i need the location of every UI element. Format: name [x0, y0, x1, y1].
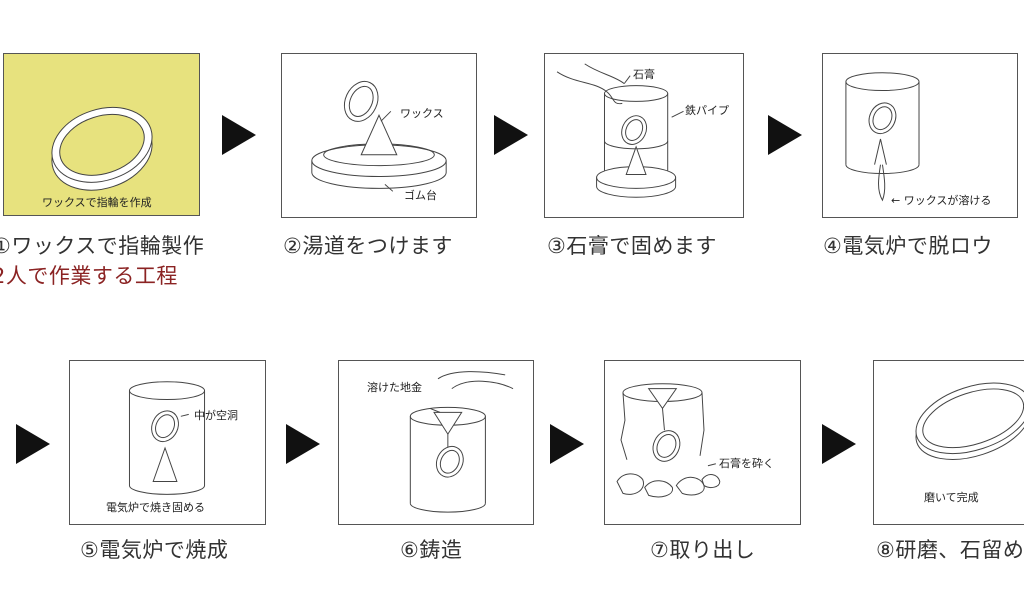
- sprue-illustration: [311, 80, 447, 192]
- step-2-label-rubber-base: ゴム台: [404, 189, 437, 202]
- step-4-caption: ④電気炉で脱ロウ: [823, 234, 993, 258]
- step-2-caption: ②湯道をつけます: [283, 234, 453, 258]
- wax-ring-illustration: [51, 107, 153, 191]
- step-5-label-fire: 電気炉で焼き固める: [106, 501, 205, 514]
- arrow-icon: [222, 115, 256, 155]
- step-1-panel: ワックスで指輪を作成: [3, 53, 200, 216]
- arrow-icon: [768, 115, 802, 155]
- step-7-caption: ⑦取り出し: [650, 538, 756, 562]
- dewaxing-illustration: [845, 72, 920, 202]
- step-8-panel: 磨いて完成: [873, 360, 1024, 525]
- step-5-caption: ⑤電気炉で焼成: [80, 538, 229, 562]
- step-3-panel: 石膏 鉄パイプ: [544, 53, 744, 218]
- step-4-panel: ← ワックスが溶ける: [822, 53, 1018, 218]
- step-2-label-wax: ワックス: [400, 107, 444, 120]
- arrow-icon: [16, 424, 50, 464]
- step-6-panel: 溶けた地金: [338, 360, 534, 525]
- step-1-caption: ①ワックスで指輪製作: [0, 234, 205, 258]
- step-3-label-plaster: 石膏: [633, 68, 655, 81]
- step-1-subtitle: 2人で作業する工程: [0, 264, 178, 288]
- step-7-label-crush-plaster: 石膏を砕く: [719, 457, 774, 470]
- arrow-icon: [286, 424, 320, 464]
- step-1-label-0: ワックスで指輪を作成: [42, 196, 152, 209]
- step-3-caption: ③石膏で固めます: [547, 234, 717, 258]
- step-8-label-polish: 磨いて完成: [924, 491, 979, 504]
- step-7-panel: 石膏を砕く: [604, 360, 801, 525]
- finished-ring-illustration: [915, 382, 1024, 460]
- arrow-icon: [494, 115, 528, 155]
- arrow-icon: [822, 424, 856, 464]
- step-2-panel: ワックス ゴム台: [281, 53, 477, 218]
- step-8-caption: ⑧研磨、石留め: [876, 538, 1024, 562]
- plaster-investing-illustration: [556, 63, 684, 198]
- step-6-caption: ⑥鋳造: [400, 538, 463, 562]
- casting-illustration: [409, 371, 514, 513]
- step-6-label-molten-metal: 溶けた地金: [367, 381, 422, 394]
- step-3-label-steel-pipe: 鉄パイプ: [685, 104, 729, 117]
- step-5-panel: 中が空洞 電気炉で焼き固める: [69, 360, 266, 525]
- arrow-icon: [550, 424, 584, 464]
- step-4-label-wax-melts: ← ワックスが溶ける: [891, 194, 992, 207]
- removal-illustration: [616, 383, 721, 498]
- firing-illustration: [128, 381, 206, 495]
- step-5-label-hollow: 中が空洞: [194, 409, 238, 422]
